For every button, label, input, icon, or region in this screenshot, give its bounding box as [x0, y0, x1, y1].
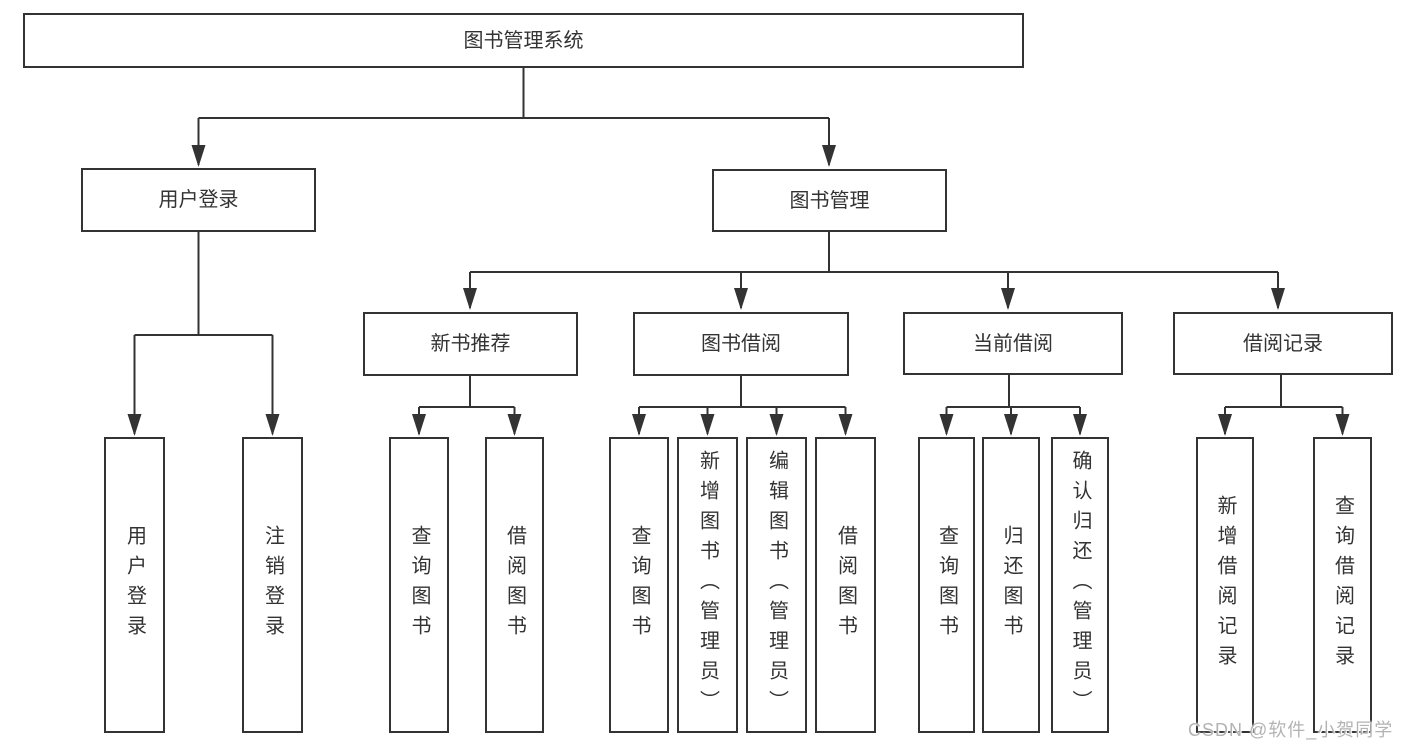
leaf-edit-books-admin: 编辑图书（管理员） — [746, 437, 807, 733]
node-current-borrowing: 当前借阅 — [903, 312, 1123, 375]
leaf-query-books-borrowing: 查询图书 — [609, 437, 669, 733]
csdn-watermark: CSDN @软件_小贺同学 — [1188, 720, 1394, 740]
node-book-management: 图书管理 — [712, 169, 947, 232]
leaf-label: 新增借阅记录 — [1214, 495, 1236, 675]
leaf-label: 查询图书 — [935, 525, 958, 645]
leaf-add-borrow-record: 新增借阅记录 — [1196, 437, 1254, 733]
node-library-management-system: 图书管理系统 — [23, 13, 1024, 68]
leaf-label: 查询图书 — [628, 525, 650, 645]
leaf-label: 归还图书 — [1000, 525, 1022, 645]
leaf-label: 借阅图书 — [834, 525, 857, 645]
node-user-login: 用户登录 — [81, 168, 316, 232]
leaf-add-books-admin: 新增图书（管理员） — [677, 437, 738, 733]
leaf-label: 用户登录 — [123, 525, 146, 645]
node-borrowing-records: 借阅记录 — [1173, 312, 1393, 375]
leaf-label: 注销登录 — [261, 525, 284, 645]
leaf-query-books-current: 查询图书 — [918, 437, 975, 733]
leaf-label: 查询借阅记录 — [1331, 495, 1354, 675]
leaf-borrow-books-recommend: 借阅图书 — [485, 437, 544, 733]
leaf-return-books: 归还图书 — [982, 437, 1040, 733]
leaf-logout: 注销登录 — [242, 437, 303, 733]
leaf-query-borrow-record: 查询借阅记录 — [1313, 437, 1372, 733]
leaf-label: 编辑图书（管理员） — [765, 450, 788, 720]
leaf-label: 确认归还（管理员） — [1069, 450, 1091, 720]
node-new-book-recommendation: 新书推荐 — [363, 312, 578, 376]
leaf-query-books-recommend: 查询图书 — [389, 437, 449, 733]
leaf-label: 新增图书（管理员） — [696, 450, 719, 720]
leaf-user-login: 用户登录 — [104, 437, 165, 733]
leaf-borrow-books-borrowing: 借阅图书 — [815, 437, 876, 733]
leaf-confirm-return-admin: 确认归还（管理员） — [1051, 437, 1109, 733]
node-book-borrowing: 图书借阅 — [633, 312, 849, 376]
leaf-label: 查询图书 — [408, 525, 430, 645]
leaf-label: 借阅图书 — [503, 525, 526, 645]
